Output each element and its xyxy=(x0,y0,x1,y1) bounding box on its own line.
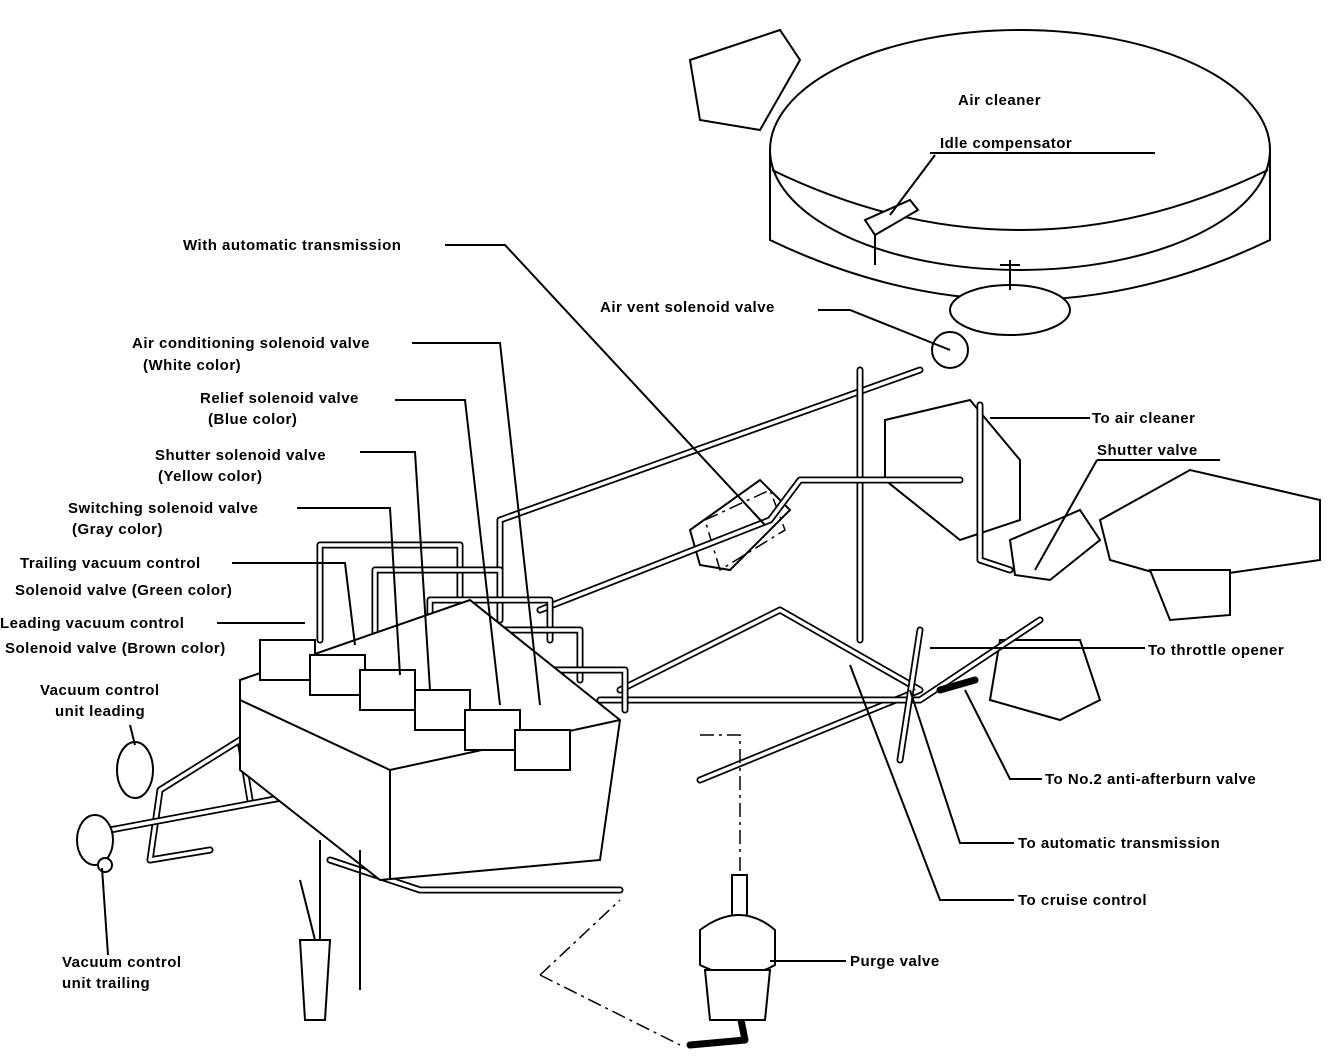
label-ac-solenoid-valve: Air conditioning solenoid valve xyxy=(132,335,370,352)
label-leading-vacuum-control: Leading vacuum control xyxy=(0,615,184,632)
label-shutter-solenoid-color: (Yellow color) xyxy=(158,468,263,485)
label-vcu-leading-2: unit leading xyxy=(55,703,145,720)
label-relief-solenoid-valve: Relief solenoid valve xyxy=(200,390,359,407)
label-vcu-trailing-2: unit trailing xyxy=(62,975,150,992)
label-trailing-vacuum-control: Trailing vacuum control xyxy=(20,555,201,572)
solenoid-valve-block-drawing xyxy=(239,598,622,1021)
purge-valve-drawing xyxy=(699,874,776,1021)
label-leading-solenoid-color: Solenoid valve (Brown color) xyxy=(5,640,226,657)
label-shutter-valve: Shutter valve xyxy=(1097,442,1198,459)
air-cleaner-drawing xyxy=(688,28,1271,336)
label-vcu-trailing-1: Vacuum control xyxy=(62,954,182,971)
label-idle-compensator: Idle compensator xyxy=(940,135,1072,152)
label-air-cleaner: Air cleaner xyxy=(958,92,1041,109)
leader-lines xyxy=(101,152,1220,962)
label-shutter-solenoid-valve: Shutter solenoid valve xyxy=(155,447,326,464)
label-to-anti-afterburn-valve: To No.2 anti-afterburn valve xyxy=(1045,771,1256,788)
label-to-air-cleaner: To air cleaner xyxy=(1092,410,1195,427)
label-to-cruise-control: To cruise control xyxy=(1018,892,1147,909)
engine-parts-drawing xyxy=(688,331,1321,722)
label-to-throttle-opener: To throttle opener xyxy=(1148,642,1284,659)
label-with-automatic-transmission: With automatic transmission xyxy=(183,237,401,254)
label-to-automatic-transmission: To automatic transmission xyxy=(1018,835,1220,852)
label-purge-valve: Purge valve xyxy=(850,953,940,970)
label-switching-solenoid-color: (Gray color) xyxy=(72,521,163,538)
vacuum-control-units-drawing xyxy=(76,741,154,873)
label-relief-solenoid-color: (Blue color) xyxy=(208,411,297,428)
label-trailing-solenoid-color: Solenoid valve (Green color) xyxy=(15,582,232,599)
label-air-vent-solenoid-valve: Air vent solenoid valve xyxy=(600,299,775,316)
label-switching-solenoid-valve: Switching solenoid valve xyxy=(68,500,258,517)
label-ac-solenoid-color: (White color) xyxy=(143,357,241,374)
label-vcu-leading-1: Vacuum control xyxy=(40,682,160,699)
